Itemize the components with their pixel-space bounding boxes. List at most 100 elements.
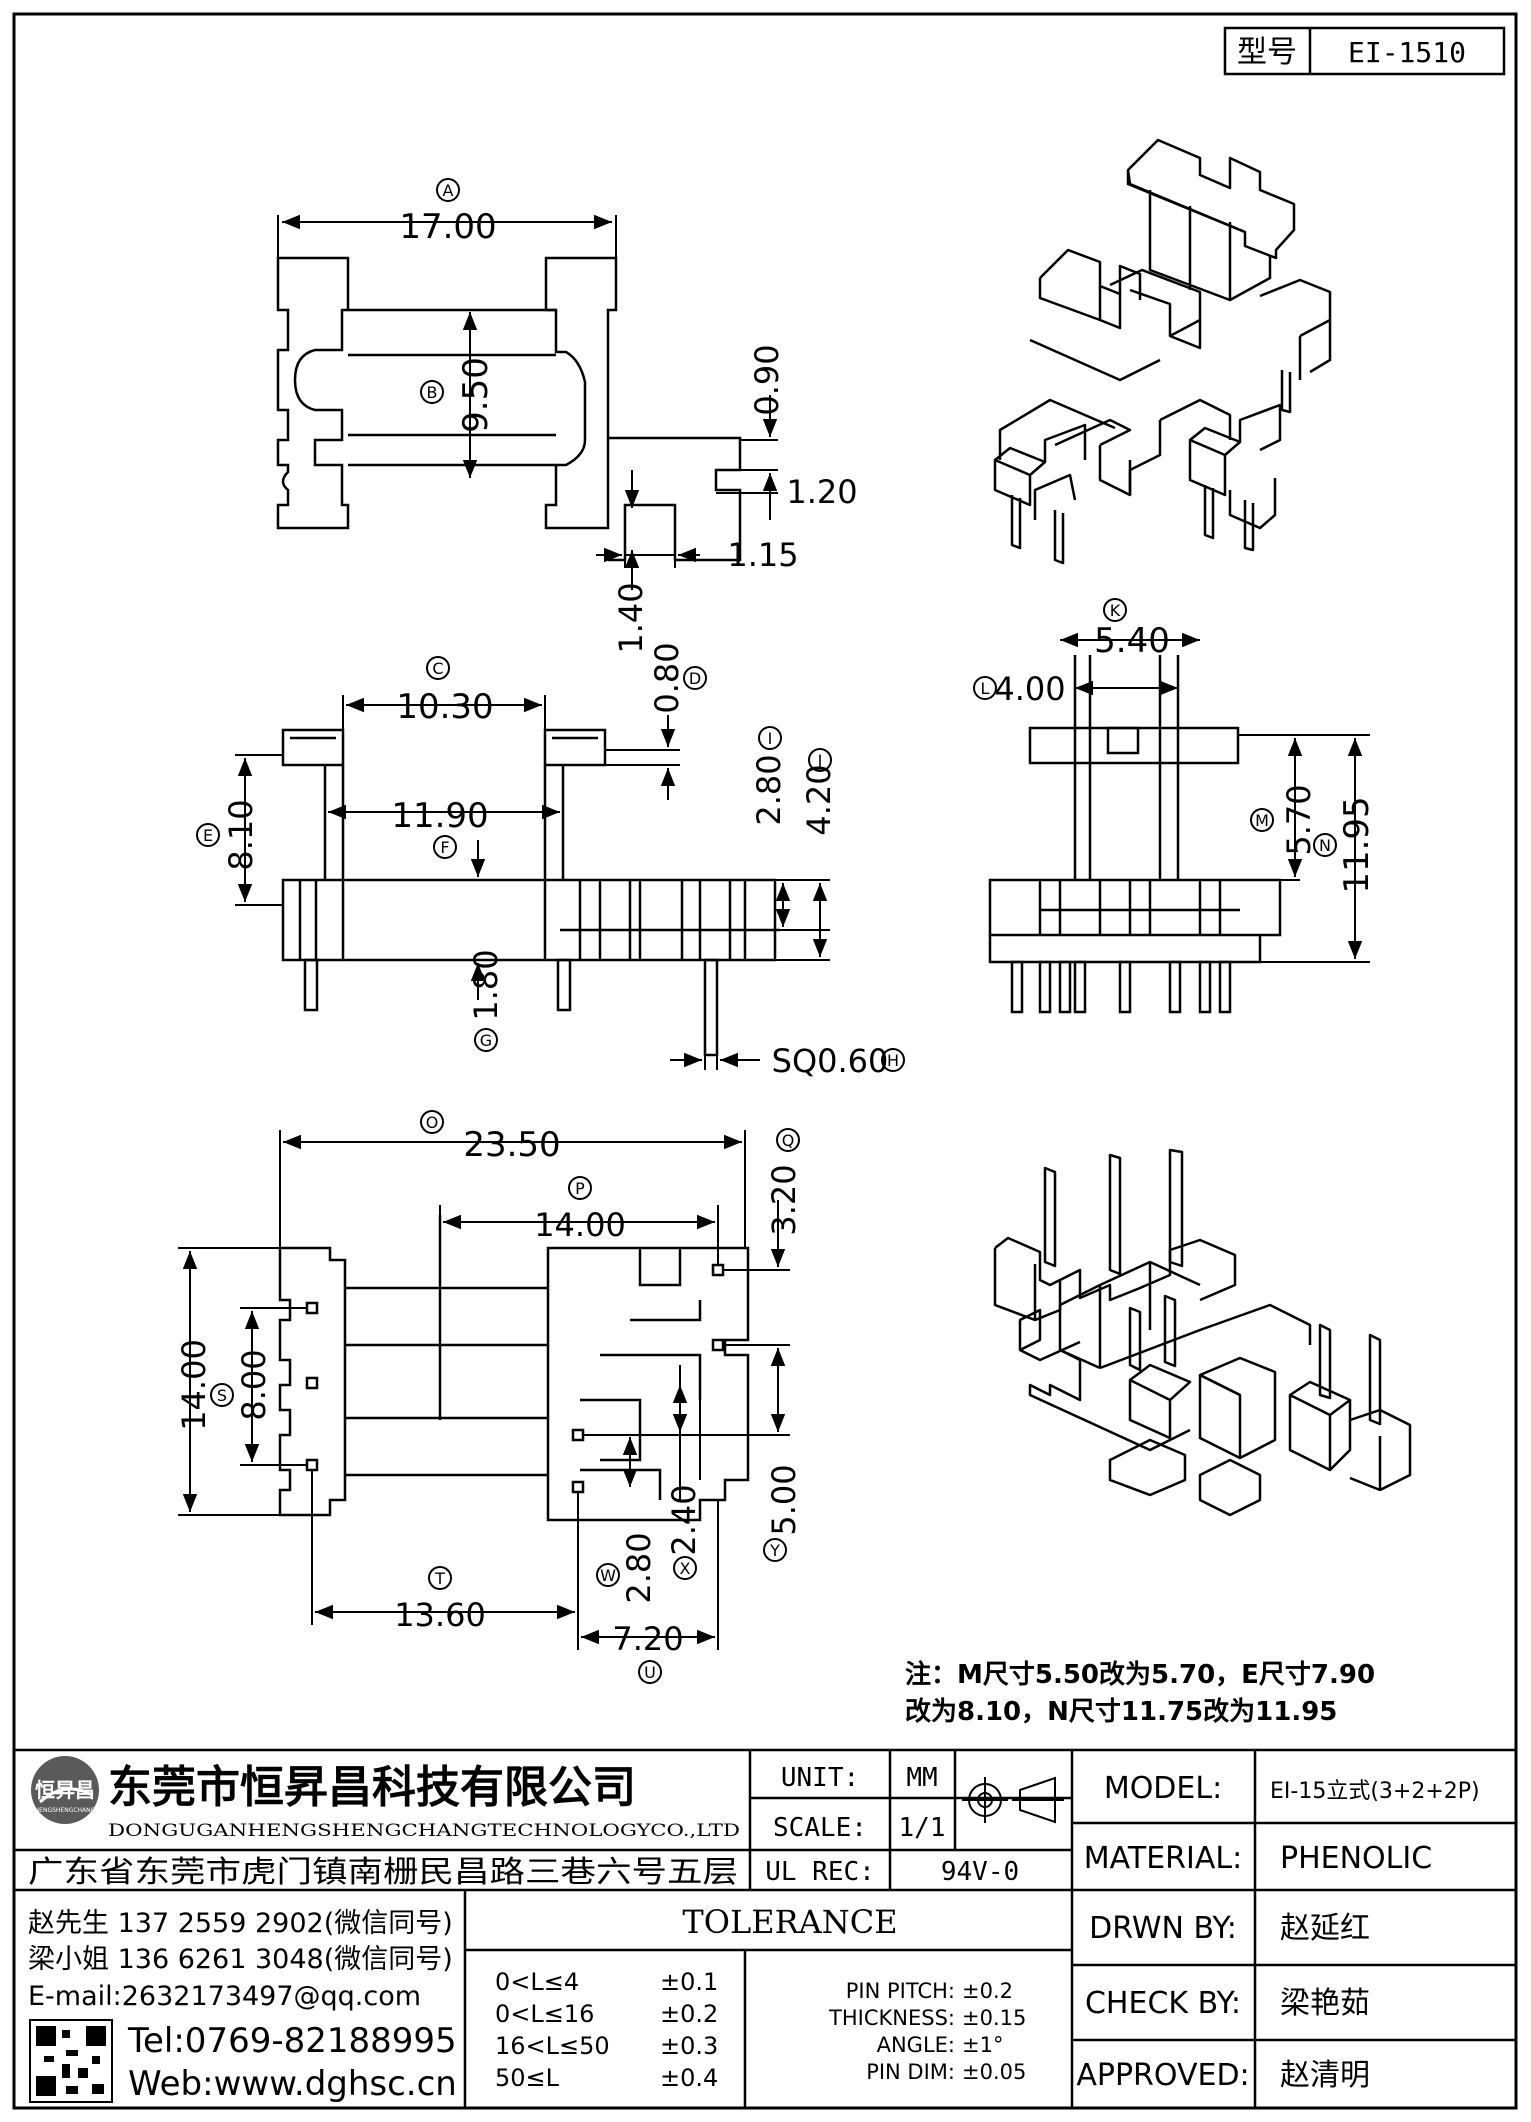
dim-X-value: 2.40	[665, 1484, 703, 1555]
dim-W-tag: W	[600, 1566, 616, 1585]
dim-W-value: 2.80	[620, 1532, 658, 1603]
type-label: 型号	[1237, 35, 1297, 70]
tolerance-table: 0<L≤4 ±0.1 0<L≤16 ±0.2 16<L≤50 ±0.3 50≤L…	[495, 1968, 718, 2092]
type-value: EI-1510	[1348, 36, 1466, 69]
tol-range-2: 0<L≤16	[495, 2000, 594, 2028]
scale-label: SCALE:	[773, 1813, 867, 1843]
dim-115-value: 1.15	[727, 536, 798, 574]
dim-K-tag: K	[1110, 601, 1121, 620]
tol-value-3: ±0.3	[660, 2032, 718, 2060]
tol-range-4: 50≤L	[495, 2064, 560, 2092]
scale-value: 1/1	[899, 1813, 946, 1843]
iso-view-bottom	[993, 1148, 1412, 1517]
projection-symbol-icon	[962, 1776, 1064, 1824]
dim-I-value: 2.80	[750, 754, 788, 825]
dim-N-value: 11.95	[1337, 796, 1377, 893]
dim-S-tag: S	[217, 1386, 227, 1405]
dim-F-value: 11.90	[391, 796, 488, 836]
logo-text: 恒昇昌	[35, 1778, 95, 1802]
dim-D-tag: D	[689, 669, 701, 688]
material-value: PHENOLIC	[1280, 1841, 1432, 1876]
dim-L-value: 4.00	[994, 670, 1065, 708]
note-line-1: 注：M尺寸5.50改为5.70，E尺寸7.90	[905, 1659, 1375, 1690]
title-block-lines	[14, 1748, 1516, 2108]
tol-value-4: ±0.4	[660, 2064, 718, 2092]
pin-label-3: ANGLE:	[877, 2033, 955, 2057]
dim-Y-tag: Y	[769, 1541, 780, 1560]
pin-label-2: THICKNESS:	[828, 2006, 955, 2030]
ulrec-label: UL REC:	[765, 1857, 875, 1887]
dim-H-tag: H	[887, 1051, 899, 1070]
dim-G-tag: G	[480, 1031, 492, 1050]
sheet-border	[12, 12, 1518, 2110]
dim-D-value: 0.80	[648, 642, 686, 713]
company-address: 广东省东莞市虎门镇南栅民昌路三巷六号五层	[28, 1855, 738, 1890]
front-view-dims	[235, 695, 830, 1070]
dim-090-value: 0.90	[748, 344, 786, 415]
type-box: 型号 EI-1510	[1223, 26, 1506, 76]
dim-B-tag: B	[427, 383, 438, 402]
dim-A-value: 17.00	[399, 207, 496, 247]
company-name-cn: 东莞市恒昇昌科技有限公司	[108, 1762, 636, 1813]
side-view	[988, 655, 1282, 1014]
dim-J-tag: J	[817, 751, 823, 770]
pin-value-3: ±1°	[962, 2033, 1003, 2057]
dim-M-tag: M	[1255, 811, 1269, 830]
side-view-text: K 5.40 L 4.00 M 5.70 N 11.95	[973, 598, 1377, 894]
side-view-dims	[1060, 632, 1370, 963]
dim-F-tag: F	[440, 838, 449, 857]
ulrec-value: 94V-0	[941, 1857, 1019, 1887]
dim-E-tag: E	[203, 826, 213, 845]
company-name-en: DONGUGANHENGSHENGCHANGTECHNOLOGYCO.,LTD	[108, 1821, 740, 1840]
dim-P-tag: P	[575, 1179, 585, 1198]
model-value: EI-15立式(3+2+2P)	[1270, 1779, 1480, 1804]
dim-U-value: 7.20	[612, 1620, 683, 1658]
tol-value-1: ±0.1	[660, 1968, 718, 1996]
tol-range-1: 0<L≤4	[495, 1968, 579, 1996]
dim-T-tag: T	[434, 1569, 445, 1588]
dim-H-value: SQ0.60	[772, 1042, 889, 1080]
dim-G-value: 1.80	[467, 949, 505, 1020]
qr-code-icon	[29, 2019, 113, 2103]
check-value: 梁艳茹	[1280, 1986, 1370, 2021]
check-label: CHECK BY:	[1085, 1986, 1241, 2021]
company-logo: 恒昇昌 HENGSHENGCHANG	[31, 1756, 99, 1824]
dim-T-value: 13.60	[394, 1596, 486, 1634]
dim-Q-value: 3.20	[765, 1164, 803, 1235]
dim-I-tag: I	[768, 729, 773, 748]
bottom-view-dims	[178, 1130, 790, 1650]
unit-value: MM	[906, 1763, 937, 1793]
info-table: MODEL: EI-15立式(3+2+2P) MATERIAL: PHENOLI…	[1076, 1771, 1479, 2093]
dim-J-value: 4.20	[800, 764, 838, 835]
tol-value-2: ±0.2	[660, 2000, 718, 2028]
dim-K-value: 5.40	[1094, 621, 1170, 661]
contact-1: 赵先生 137 2559 2902(微信同号)	[28, 1908, 453, 1939]
note-line-2: 改为8.10，N尺寸11.75改为11.95	[905, 1696, 1337, 1727]
dim-Q-tag: Q	[782, 1131, 795, 1150]
dim-M-value: 5.70	[1280, 784, 1318, 855]
top-view-dims	[277, 214, 778, 590]
dim-P-value: 14.00	[534, 1206, 626, 1244]
drwn-value: 赵延红	[1280, 1911, 1370, 1946]
pin-value-4: ±0.05	[962, 2060, 1026, 2084]
dim-R-value: 14.00	[175, 1339, 213, 1431]
contact-2: 梁小姐 136 6261 3048(微信同号)	[28, 1944, 453, 1975]
material-label: MATERIAL:	[1084, 1841, 1242, 1876]
iso-view-top	[993, 138, 1332, 565]
dim-140-value: 1.40	[612, 582, 650, 653]
unit-label: UNIT:	[781, 1763, 859, 1793]
top-view-text: A 17.00 B 9.50 0.90 1.20 1.15 1.40	[399, 178, 858, 654]
dim-N-tag: N	[1319, 836, 1331, 855]
dim-C-tag: C	[432, 659, 443, 678]
tolerance-title: TOLERANCE	[682, 1903, 897, 1941]
pin-label-4: PIN DIM:	[866, 2060, 955, 2084]
contact-web: Web:www.dghsc.cn	[128, 2064, 457, 2104]
bottom-view-text: O 23.50 P 14.00 Q 3.20 14.00 S 8.00 T 13…	[175, 1110, 803, 1684]
dim-C-value: 10.30	[396, 687, 493, 727]
revision-note: 注：M尺寸5.50改为5.70，E尺寸7.90 改为8.10，N尺寸11.75改…	[905, 1659, 1375, 1727]
dim-120-value: 1.20	[786, 473, 857, 511]
dim-Y-value: 5.00	[765, 1464, 803, 1535]
dim-B-value: 9.50	[456, 357, 496, 433]
front-view	[281, 728, 780, 1057]
contact-tel: Tel:0769-82188995	[127, 2021, 457, 2061]
